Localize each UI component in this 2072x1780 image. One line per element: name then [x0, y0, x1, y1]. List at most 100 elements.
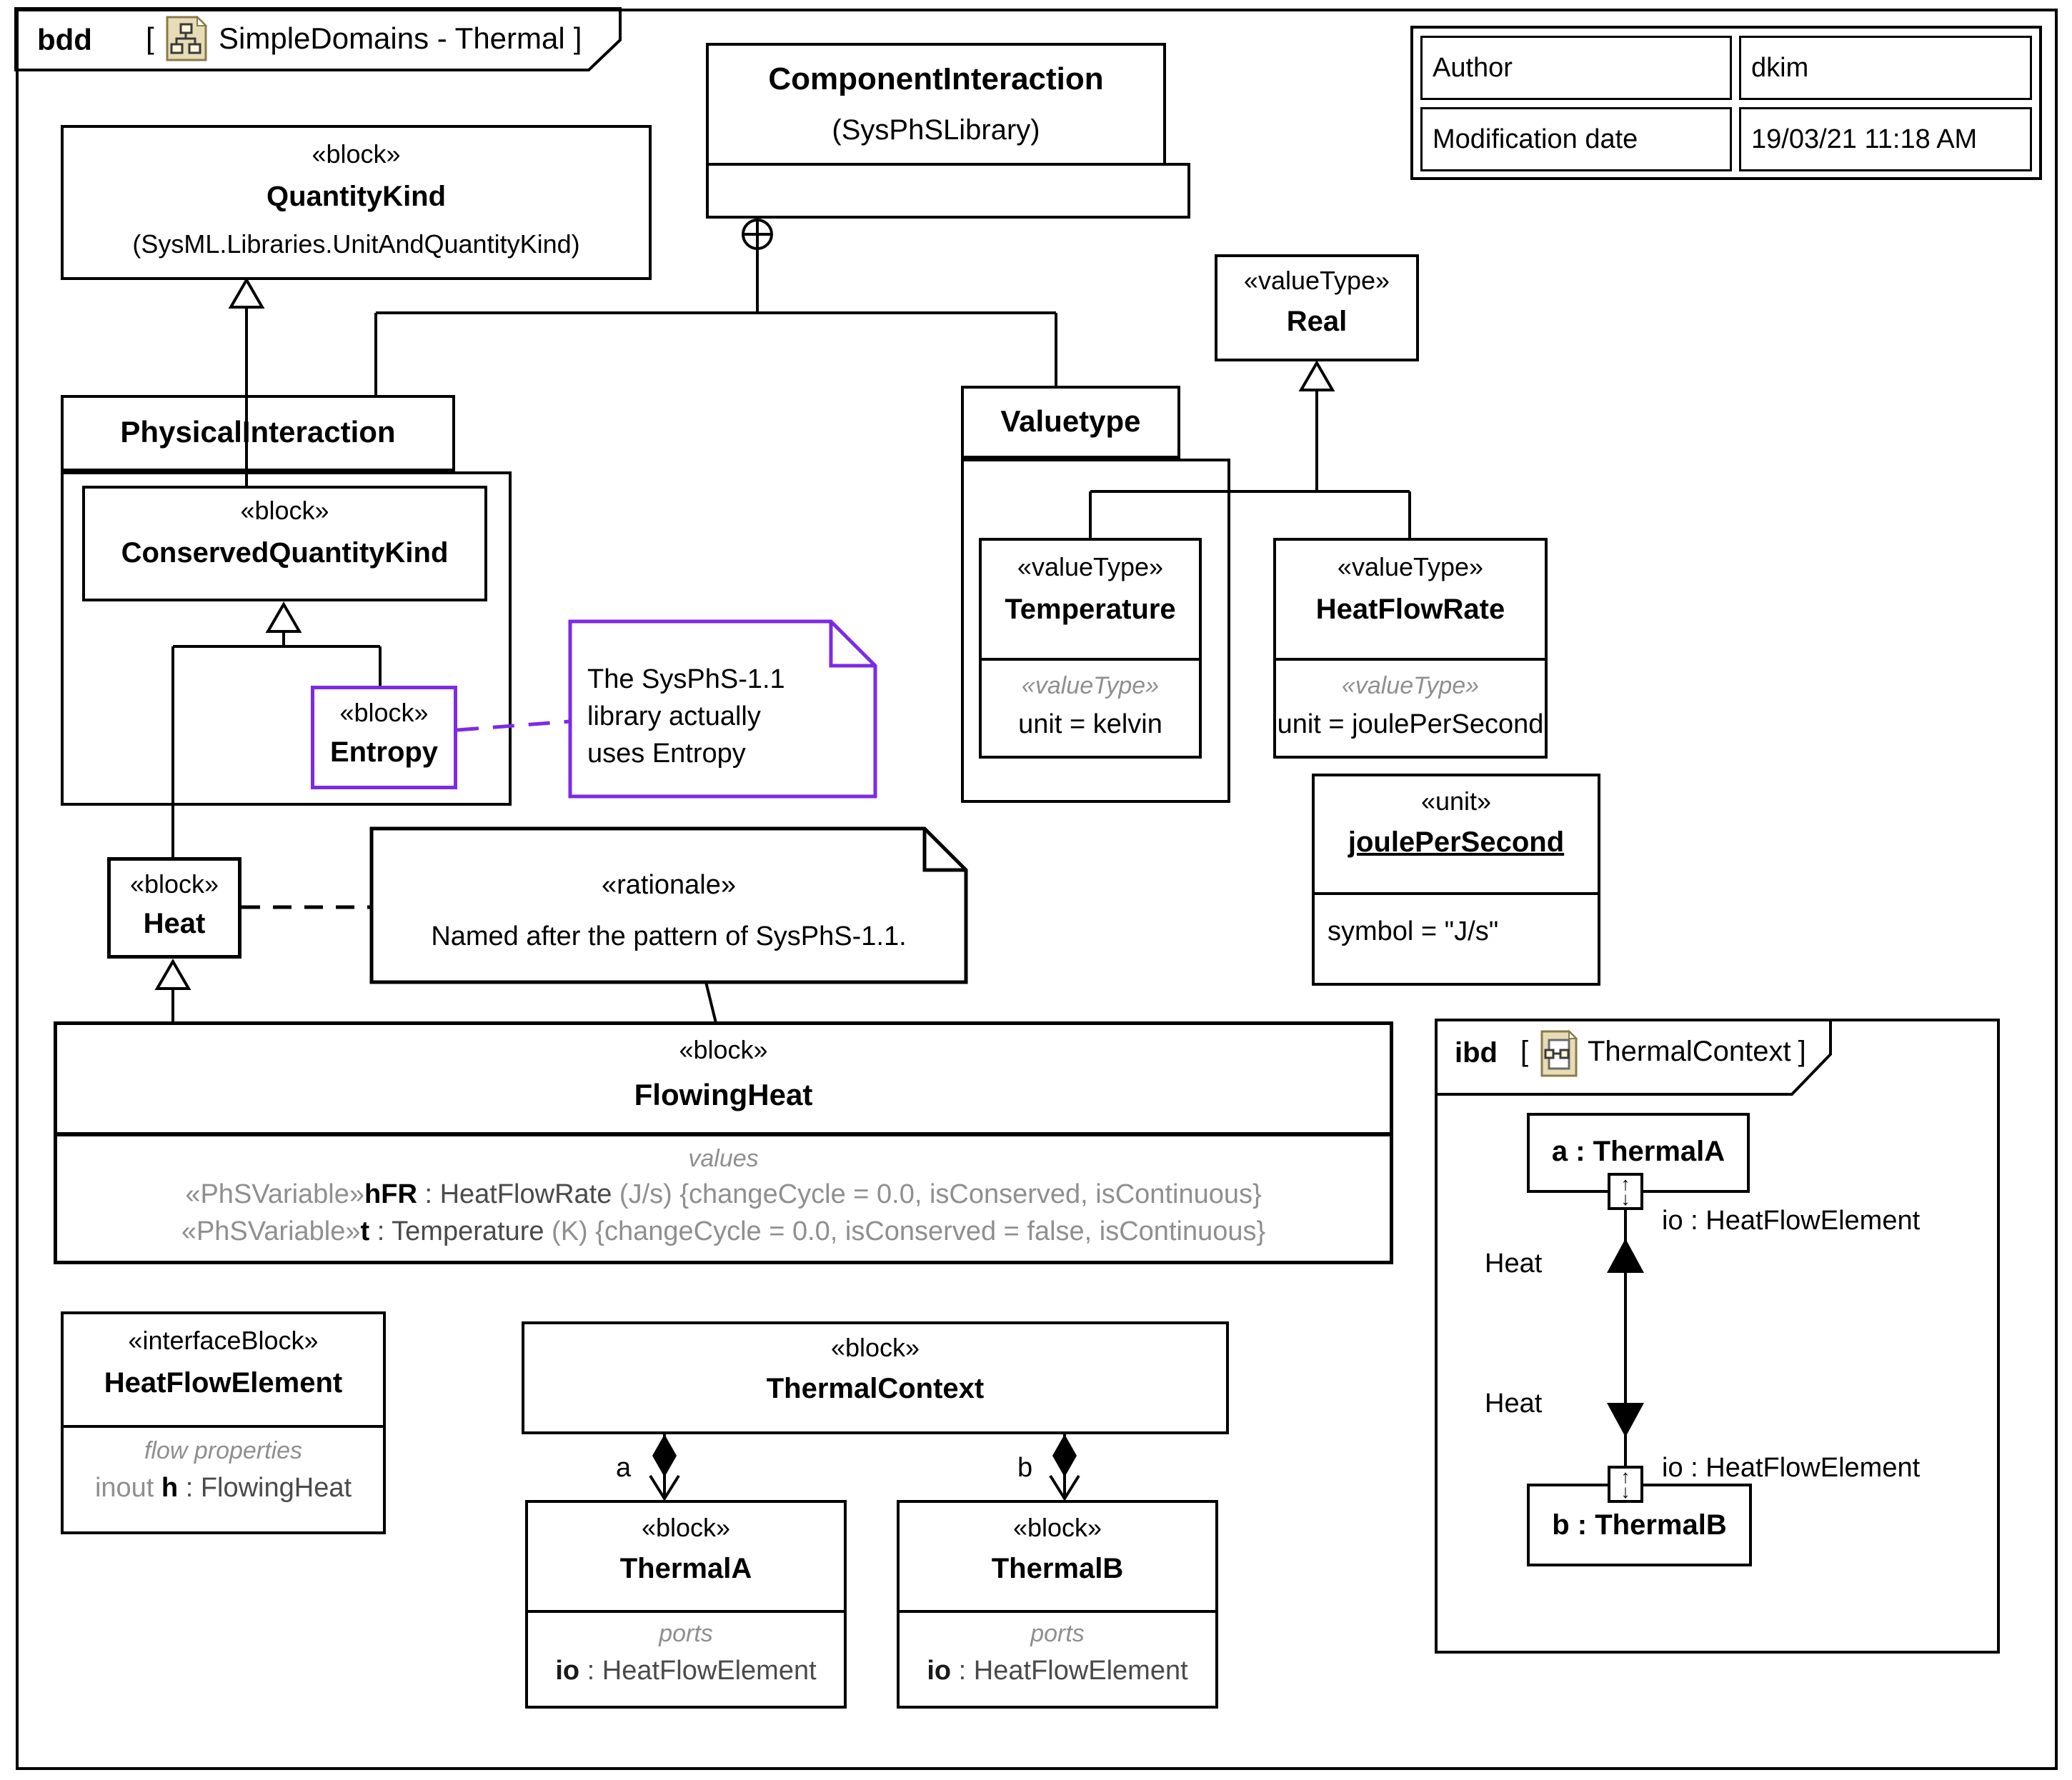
- ibd-itemflow-label-b: Heat: [1485, 1389, 1543, 1419]
- componentinteraction-name: ComponentInteraction: [768, 61, 1104, 96]
- quantitykind-name: QuantityKind: [266, 181, 447, 212]
- thermalcontext-name: ThermalContext: [766, 1373, 985, 1404]
- flowingheat-values-label: values: [688, 1145, 759, 1172]
- flowingheat-value-hfr: «PhSVariable»hFR : HeatFlowRate (J/s) {c…: [57, 1179, 1390, 1210]
- t-name: t: [360, 1216, 370, 1246]
- componentinteraction-qualifier: (SysPhSLibrary): [832, 114, 1040, 146]
- heatflowelement-stereotype: «interfaceBlock»: [128, 1326, 319, 1355]
- heatflowelement-name: HeatFlowElement: [104, 1367, 343, 1399]
- heatflowrate-name: HeatFlowRate: [1315, 594, 1505, 625]
- thermalcontext-stereotype: «block»: [830, 1333, 920, 1362]
- bdd-frame-border: [16, 9, 2058, 1770]
- joulepersecond-divider: [1315, 892, 1598, 895]
- joulepersecond-name: joulePerSecond: [1348, 826, 1565, 858]
- author-value-cell: dkim: [1739, 36, 2032, 100]
- ibd-diagram-icon: [1540, 1030, 1578, 1077]
- temperature-name: Temperature: [1005, 594, 1176, 625]
- t-stereotype: «PhSVariable»: [181, 1216, 361, 1246]
- ibd-itemflow-label-a: Heat: [1485, 1249, 1543, 1279]
- joulepersecond-symbol-value: symbol = "J/s": [1328, 916, 1499, 946]
- ibd-part-b-label: b : ThermalB: [1552, 1509, 1727, 1541]
- entropy-note-line3: uses Entropy: [587, 739, 746, 769]
- interfaceblock-heatflowelement[interactable]: «interfaceBlock» HeatFlowElement flow pr…: [61, 1311, 386, 1534]
- thermala-stereotype: «block»: [641, 1513, 731, 1542]
- physicalinteraction-name: PhysicalInteraction: [120, 415, 396, 449]
- thermala-port-type: : HeatFlowElement: [579, 1656, 817, 1686]
- author-label-cell: Author: [1420, 36, 1732, 100]
- thermala-divider: [528, 1610, 844, 1613]
- flowprop-name: h: [161, 1473, 179, 1503]
- ibd-part-a-label: a : ThermalA: [1551, 1136, 1725, 1167]
- thermala-port-property: io : HeatFlowElement: [528, 1656, 844, 1686]
- quantitykind-stereotype: «block»: [312, 139, 401, 169]
- t-unit: (K): [544, 1216, 596, 1246]
- t-type: : Temperature: [369, 1216, 544, 1246]
- ibd-port-b-label: io : HeatFlowElement: [1662, 1453, 1921, 1483]
- package-physicalinteraction-tab[interactable]: PhysicalInteraction: [61, 395, 455, 471]
- ibd-frame-open-bracket: [: [1520, 1036, 1529, 1067]
- rationale-stereotype: «rationale»: [601, 870, 737, 900]
- block-thermala[interactable]: «block» ThermalA ports io : HeatFlowElem…: [525, 1500, 847, 1709]
- port-a-arrow-down: ↓: [1620, 1188, 1630, 1209]
- thermalb-divider: [900, 1610, 1215, 1613]
- thermalb-port-type: : HeatFlowElement: [951, 1656, 1188, 1686]
- t-constraints: {changeCycle = 0.0, isConserved = false,…: [595, 1216, 1266, 1246]
- block-componentinteraction[interactable]: ComponentInteraction (SysPhSLibrary): [706, 43, 1166, 166]
- quantitykind-qualifier: (SysML.Libraries.UnitAndQuantityKind): [132, 229, 580, 259]
- thermalb-stereotype: «block»: [1012, 1513, 1102, 1542]
- block-flowingheat[interactable]: «block» FlowingHeat values «PhSVariable»…: [54, 1021, 1393, 1264]
- rationale-note-shape[interactable]: [369, 826, 968, 984]
- bdd-frame-close-bracket: ]: [573, 21, 582, 55]
- modification-date-value-cell: 19/03/21 11:18 AM: [1739, 107, 2032, 171]
- thermalb-port-name: io: [927, 1656, 952, 1686]
- block-entropy[interactable]: «block» Entropy: [311, 686, 457, 789]
- componentinteraction-compartment[interactable]: [706, 163, 1190, 219]
- heatflowelement-divider: [64, 1425, 383, 1428]
- package-valuetype-tab[interactable]: Valuetype: [961, 386, 1180, 459]
- flowprop-direction: inout: [94, 1473, 161, 1503]
- block-conservedquantitykind[interactable]: «block» ConservedQuantityKind: [82, 486, 487, 601]
- flowingheat-divider: [57, 1132, 1390, 1136]
- valuetype-name: Valuetype: [1000, 404, 1141, 438]
- entropy-stereotype: «block»: [339, 698, 429, 727]
- flowingheat-stereotype: «block»: [679, 1035, 768, 1064]
- ibd-part-b[interactable]: b : ThermalB: [1527, 1484, 1752, 1566]
- conservedquantitykind-stereotype: «block»: [240, 496, 329, 525]
- entropy-note-line1: The SysPhS-1.1: [587, 664, 785, 694]
- bdd-frame-title: SimpleDomains - Thermal]: [219, 21, 582, 56]
- ibd-port-a[interactable]: ↑ ↓: [1608, 1173, 1643, 1210]
- temperature-comp-stereotype: «valueType»: [1021, 672, 1160, 699]
- modification-date-label-cell: Modification date: [1420, 107, 1732, 171]
- composition-role-b: b: [1017, 1453, 1033, 1483]
- composition-role-a: a: [616, 1453, 632, 1483]
- conservedquantitykind-name: ConservedQuantityKind: [121, 537, 449, 569]
- valuetype-real[interactable]: «valueType» Real: [1215, 254, 1419, 361]
- joulepersecond-stereotype: «unit»: [1420, 786, 1492, 816]
- heatflowrate-comp-stereotype: «valueType»: [1341, 672, 1480, 699]
- unit-joulepersecond[interactable]: «unit» joulePerSecond symbol = "J/s": [1312, 774, 1600, 986]
- block-heat[interactable]: «block» Heat: [107, 857, 241, 959]
- thermalb-comp-label: ports: [1030, 1620, 1085, 1647]
- hfr-name: hFR: [364, 1179, 417, 1209]
- entropy-note-shape[interactable]: [568, 619, 877, 799]
- ibd-port-b[interactable]: ↑ ↓: [1608, 1466, 1643, 1503]
- valuetype-heatflowrate[interactable]: «valueType» HeatFlowRate «valueType» uni…: [1273, 538, 1548, 759]
- rationale-text: Named after the pattern of SysPhS-1.1.: [431, 921, 907, 951]
- block-quantitykind[interactable]: «block» QuantityKind (SysML.Libraries.Un…: [61, 125, 652, 280]
- port-b-arrow-down: ↓: [1620, 1481, 1630, 1502]
- ibd-frame-kind: ibd: [1455, 1037, 1498, 1069]
- thermala-comp-label: ports: [659, 1620, 713, 1647]
- temperature-divider: [982, 658, 1199, 661]
- bdd-diagram-icon: [166, 16, 207, 61]
- heatflowrate-stereotype: «valueType»: [1337, 552, 1484, 581]
- block-thermalcontext[interactable]: «block» ThermalContext: [522, 1321, 1229, 1434]
- bdd-frame-name: SimpleDomains - Thermal: [219, 21, 565, 55]
- real-stereotype: «valueType»: [1243, 266, 1390, 295]
- hfr-unit: (J/s): [612, 1179, 680, 1209]
- port-a-arrow-up: ↑: [1620, 1173, 1630, 1194]
- valuetype-temperature[interactable]: «valueType» Temperature «valueType» unit…: [979, 538, 1202, 759]
- temperature-stereotype: «valueType»: [1017, 552, 1164, 581]
- flowingheat-name: FlowingHeat: [634, 1078, 813, 1111]
- block-thermalb[interactable]: «block» ThermalB ports io : HeatFlowElem…: [897, 1500, 1218, 1709]
